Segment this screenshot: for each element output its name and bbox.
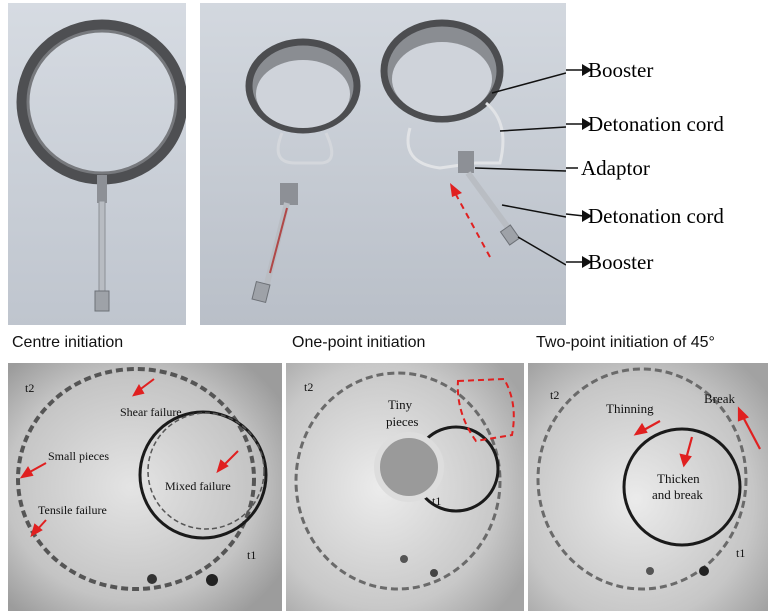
label-and-break: and break	[652, 487, 703, 502]
xray-one-point-initiation: t2 t1 Tiny pieces	[286, 363, 524, 611]
caption-centre-initiation: Centre initiation	[12, 334, 124, 351]
label-shear-failure: Shear failure	[120, 405, 182, 419]
caption-two-point-initiation: Two-point initiation of 45°	[536, 334, 715, 351]
label-t1: t1	[247, 548, 256, 562]
callout-detonation-cord-top: Detonation cord	[588, 112, 724, 136]
callout-detonation-cord-bottom: Detonation cord	[588, 204, 724, 228]
label-t1: t1	[432, 494, 441, 508]
label-break: Break	[704, 391, 736, 406]
xray-centre-illustration: t2 t1 Shear failure Small pieces Tensile…	[8, 363, 282, 611]
ring-with-cord-illustration	[8, 3, 186, 325]
label-thicken: Thicken	[657, 471, 700, 486]
xray-one-point-illustration: t2 t1 Tiny pieces	[286, 363, 524, 611]
label-t2: t2	[25, 381, 34, 395]
label-mixed-failure: Mixed failure	[165, 479, 231, 493]
xray-centre-initiation: t2 t1 Shear failure Small pieces Tensile…	[8, 363, 282, 611]
callout-arrows	[566, 64, 592, 268]
photo-initiation-assemblies	[200, 3, 566, 325]
xray-two-point-initiation: t2 t1 Thinning Break Thicken and break	[528, 363, 768, 611]
label-t2: t2	[550, 388, 559, 402]
callout-adaptor: Adaptor	[581, 156, 650, 180]
label-tensile-failure: Tensile failure	[38, 503, 107, 517]
xray-two-point-illustration: t2 t1 Thinning Break Thicken and break	[528, 363, 768, 611]
caption-one-point-initiation: One-point initiation	[292, 334, 426, 351]
photo-centre-initiation-assembly	[8, 3, 186, 325]
label-tiny: Tiny	[388, 397, 413, 412]
red-arrows	[19, 378, 239, 538]
callout-booster-bottom: Booster	[588, 250, 654, 274]
two-rings-illustration	[200, 3, 566, 325]
label-t2: t2	[304, 380, 313, 394]
callout-booster-top: Booster	[588, 58, 654, 82]
label-thinning: Thinning	[606, 401, 654, 416]
red-arrows	[633, 406, 761, 468]
label-small-pieces: Small pieces	[48, 449, 109, 463]
label-pieces: pieces	[386, 414, 418, 429]
label-t1: t1	[736, 546, 745, 560]
